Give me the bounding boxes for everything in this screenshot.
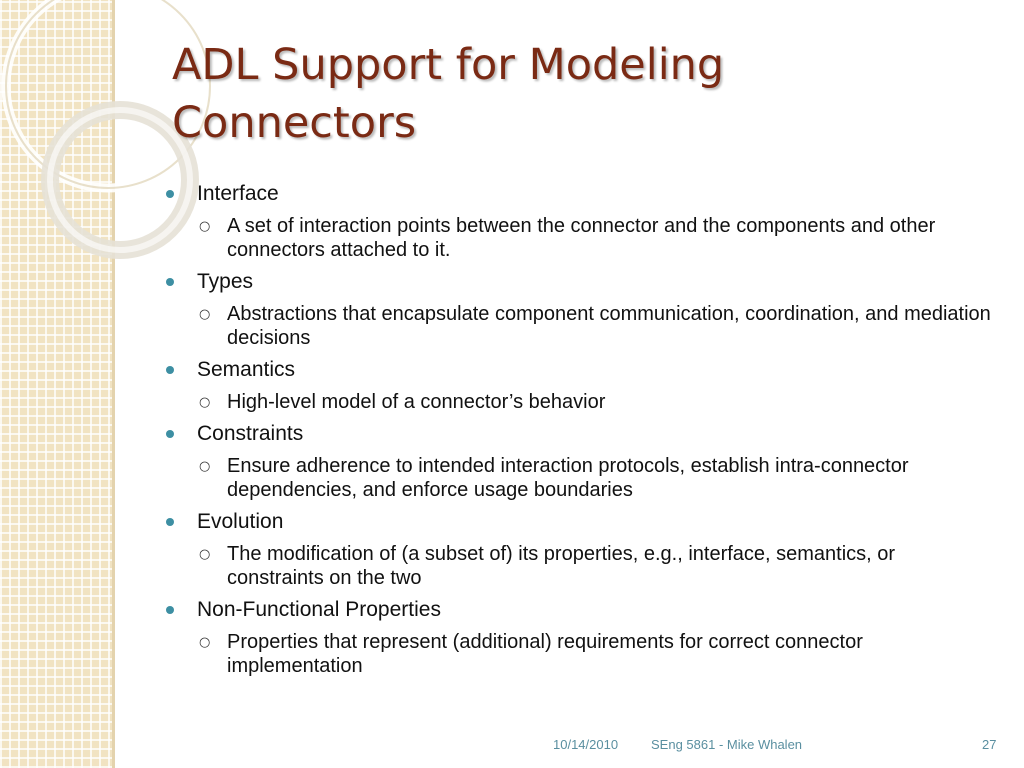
footer-course: SEng 5861 - Mike Whalen xyxy=(651,737,803,752)
sub-bullet-text: Ensure adherence to intended interaction… xyxy=(227,455,909,501)
bullet-evolution: Evolution xyxy=(164,509,994,534)
bullet-non-functional-properties: Non-Functional Properties xyxy=(164,597,994,622)
sub-bullet-text: Abstractions that encapsulate component … xyxy=(227,303,991,349)
sub-bullet-text: A set of interaction points between the … xyxy=(227,215,936,261)
title-line-2: Connectors xyxy=(172,98,417,148)
footer-page-number: 27 xyxy=(982,737,997,752)
sub-bullet-text: The modification of (a subset of) its pr… xyxy=(227,543,896,589)
sub-bullet-ring-icon: ○ xyxy=(199,395,211,410)
bullet-types: Types xyxy=(164,269,994,294)
footer-date: 10/14/2010 xyxy=(553,737,619,752)
sub-bullet-types: ○ Abstractions that encapsulate componen… xyxy=(164,302,994,350)
bullet-dot-icon xyxy=(166,518,174,526)
sub-bullet-ring-icon: ○ xyxy=(199,307,211,322)
bullet-text: Semantics xyxy=(197,358,296,381)
bullet-text: Non-Functional Properties xyxy=(197,598,441,621)
title-line-1: ADL Support for Modeling xyxy=(172,40,725,90)
bullet-semantics: Semantics xyxy=(164,357,994,382)
sub-bullet-constraints: ○ Ensure adherence to intended interacti… xyxy=(164,454,994,502)
bullet-dot-icon xyxy=(166,366,174,374)
sub-bullet-ring-icon: ○ xyxy=(199,219,211,234)
sub-bullet-evolution: ○ The modification of (a subset of) its … xyxy=(164,542,994,590)
sub-bullet-ring-icon: ○ xyxy=(199,635,211,650)
bullet-text: Evolution xyxy=(197,510,284,533)
bullet-interface: Interface xyxy=(164,181,994,206)
slide-title: ADL Support for Modeling Connectors xyxy=(172,36,972,152)
bullet-text: Constraints xyxy=(197,422,304,445)
sub-bullet-ring-icon: ○ xyxy=(199,459,211,474)
bullet-dot-icon xyxy=(166,606,174,614)
bullet-text: Interface xyxy=(197,182,279,205)
sub-bullet-text: High-level model of a connector’s behavi… xyxy=(227,391,606,413)
bullet-constraints: Constraints xyxy=(164,421,994,446)
side-panel-edge xyxy=(112,0,115,768)
decorative-circles xyxy=(1,0,215,259)
bullet-text: Types xyxy=(197,270,254,293)
sub-bullet-semantics: ○ High-level model of a connector’s beha… xyxy=(164,390,994,414)
bullet-dot-icon xyxy=(166,278,174,286)
sub-bullet-text: Properties that represent (additional) r… xyxy=(227,631,863,677)
bullet-list: Interface ○ A set of interaction points … xyxy=(164,181,994,678)
bullet-dot-icon xyxy=(166,190,174,198)
sub-bullet-non-functional-properties: ○ Properties that represent (additional)… xyxy=(164,630,994,678)
bullet-dot-icon xyxy=(166,430,174,438)
sub-bullet-ring-icon: ○ xyxy=(199,547,211,562)
sub-bullet-interface: ○ A set of interaction points between th… xyxy=(164,214,994,262)
